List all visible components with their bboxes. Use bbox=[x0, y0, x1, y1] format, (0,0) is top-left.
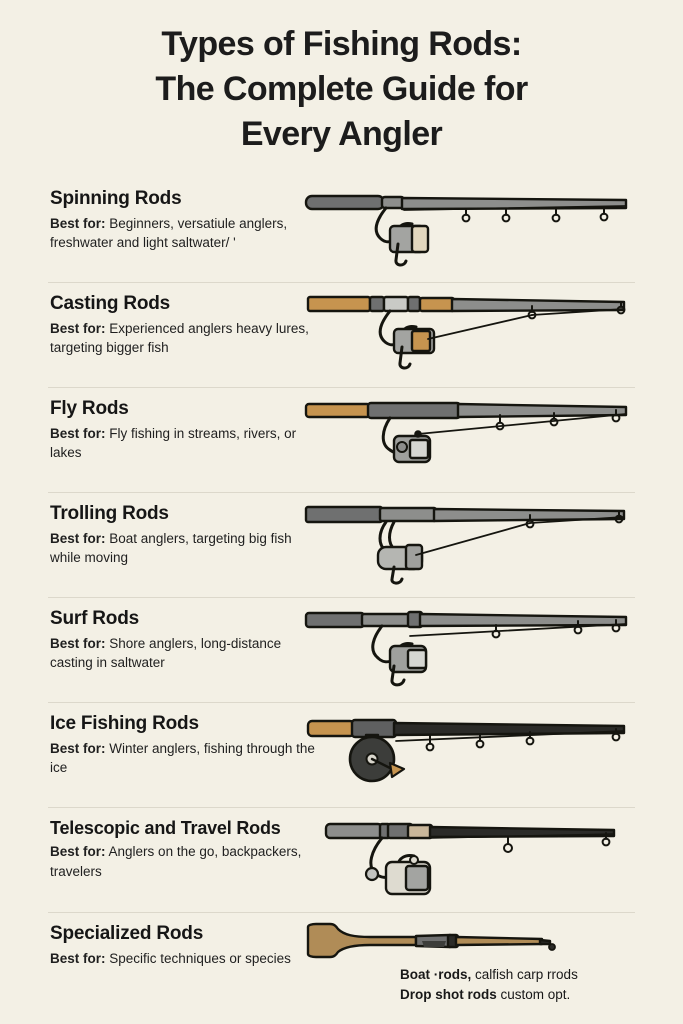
rod-section-ice-fishing: Ice Fishing Rods Best for: Winter angler… bbox=[0, 703, 683, 808]
bestfor-label: Best for: bbox=[50, 530, 106, 546]
section-divider bbox=[48, 701, 635, 703]
specialized-rod-note: Boat ·rods, calfish carp rrods Drop shot… bbox=[400, 965, 578, 1006]
section-divider bbox=[48, 491, 635, 493]
rod-section-spinning: Spinning Rods Best for: Beginners, versa… bbox=[0, 178, 683, 283]
rod-text-block: Telescopic and Travel Rods Best for: Ang… bbox=[50, 818, 320, 881]
rod-bestfor-spinning: Best for: Beginners, versatiule anglers,… bbox=[50, 214, 320, 252]
rod-bestfor-fly: Best for: Fly fishing in streams, rivers… bbox=[50, 424, 320, 462]
rod-section-telescopic: Telescopic and Travel Rods Best for: Ang… bbox=[0, 808, 683, 913]
bestfor-value: Fly fishing in streams, rivers, or lakes bbox=[50, 425, 297, 460]
bestfor-label: Best for: bbox=[50, 635, 106, 651]
rod-bestfor-casting: Best for: Experienced anglers heavy lure… bbox=[50, 319, 320, 357]
rod-section-specialized: Specialized Rods Best for: Specific tech… bbox=[0, 913, 683, 1018]
section-divider bbox=[48, 911, 635, 913]
rod-bestfor-trolling: Best for: Boat anglers, targeting big fi… bbox=[50, 529, 320, 567]
bestfor-label: Best for: bbox=[50, 950, 106, 966]
bestfor-value: Anglers on the go, backpackers, traveler… bbox=[50, 844, 302, 879]
rod-bestfor-specialized: Best for: Specific techniques or species bbox=[50, 949, 320, 968]
note-line-2-bold: Drop shot rods bbox=[400, 987, 497, 1003]
bestfor-value: Specific techniques or species bbox=[109, 950, 291, 966]
surf-rod-illustration bbox=[294, 602, 669, 702]
rod-name-casting: Casting Rods bbox=[50, 292, 171, 314]
section-divider bbox=[48, 806, 635, 808]
note-line-1-rest: calfish carp rrods bbox=[475, 967, 578, 982]
title-line-2: The Complete Guide for bbox=[155, 70, 528, 109]
rod-name-spinning: Spinning Rods bbox=[50, 187, 182, 209]
rod-name-surf: Surf Rods bbox=[50, 607, 139, 629]
rod-text-block: Trolling Rods Best for: Boat anglers, ta… bbox=[50, 503, 320, 567]
bestfor-value: Boat anglers, targeting big fish while m… bbox=[50, 530, 292, 565]
bestfor-value: Experienced anglers heavy lures, targeti… bbox=[50, 320, 309, 355]
title-line-3: Every Angler bbox=[240, 115, 443, 154]
title-line-1: Types of Fishing Rods: bbox=[161, 25, 522, 63]
rod-text-block: Spinning Rods Best for: Beginners, versa… bbox=[50, 188, 320, 252]
rod-bestfor-surf: Best for: Shore anglers, long-distance c… bbox=[50, 634, 320, 672]
rod-section-trolling: Trolling Rods Best for: Boat anglers, ta… bbox=[0, 493, 683, 598]
bestfor-label: Best for: bbox=[50, 425, 106, 441]
rod-name-telescopic: Telescopic and Travel Rods bbox=[50, 817, 281, 838]
rod-text-block: Fly Rods Best for: Fly fishing in stream… bbox=[50, 398, 320, 462]
rod-section-surf: Surf Rods Best for: Shore anglers, long-… bbox=[0, 598, 683, 703]
bestfor-label: Best for: bbox=[50, 320, 106, 336]
bestfor-label: Best for: bbox=[50, 740, 106, 756]
spinning-rod-illustration bbox=[294, 182, 669, 282]
rod-text-block: Casting Rods Best for: Experienced angle… bbox=[50, 293, 320, 357]
note-line-1: Boat ·rods, calfish carp rrods bbox=[400, 965, 578, 985]
rod-type-list: Spinning Rods Best for: Beginners, versa… bbox=[0, 178, 683, 1018]
bestfor-value: Shore anglers, long-distance casting in … bbox=[50, 635, 282, 670]
telescopic-rod-illustration bbox=[294, 812, 669, 912]
specialized-rod-illustration bbox=[294, 917, 669, 1017]
rod-name-ice-fishing: Ice Fishing Rods bbox=[50, 712, 199, 734]
section-divider bbox=[48, 596, 635, 598]
section-divider bbox=[48, 386, 635, 388]
rod-section-casting: Casting Rods Best for: Experienced angle… bbox=[0, 283, 683, 388]
page-title: Types of Fishing Rods: The Complete Guid… bbox=[0, 0, 683, 158]
section-divider bbox=[48, 281, 635, 283]
bestfor-label: Best for: bbox=[50, 844, 106, 860]
rod-name-trolling: Trolling Rods bbox=[50, 502, 169, 524]
note-line-2: Drop shot rods custom opt. bbox=[400, 985, 578, 1005]
trolling-rod-illustration bbox=[294, 497, 669, 597]
rod-text-block: Ice Fishing Rods Best for: Winter angler… bbox=[50, 713, 320, 777]
fly-rod-illustration bbox=[294, 392, 669, 492]
bestfor-value: Beginners, versatiule anglers, freshwate… bbox=[50, 215, 288, 250]
rod-text-block: Specialized Rods Best for: Specific tech… bbox=[50, 923, 320, 968]
note-line-1-bold: Boat ·rods, bbox=[400, 967, 472, 982]
rod-section-fly: Fly Rods Best for: Fly fishing in stream… bbox=[0, 388, 683, 493]
rod-name-specialized: Specialized Rods bbox=[50, 922, 204, 944]
ice-fishing-rod-illustration bbox=[294, 707, 669, 807]
bestfor-value: Winter anglers, fishing through the ice bbox=[50, 740, 315, 775]
casting-rod-illustration bbox=[294, 287, 669, 387]
rod-name-fly: Fly Rods bbox=[50, 397, 129, 419]
rod-text-block: Surf Rods Best for: Shore anglers, long-… bbox=[50, 608, 320, 672]
rod-bestfor-ice-fishing: Best for: Winter anglers, fishing throug… bbox=[50, 739, 320, 777]
note-line-2-rest: custom opt. bbox=[500, 987, 571, 1003]
rod-bestfor-telescopic: Best for: Anglers on the go, backpackers… bbox=[50, 842, 320, 880]
bestfor-label: Best for: bbox=[50, 215, 106, 231]
